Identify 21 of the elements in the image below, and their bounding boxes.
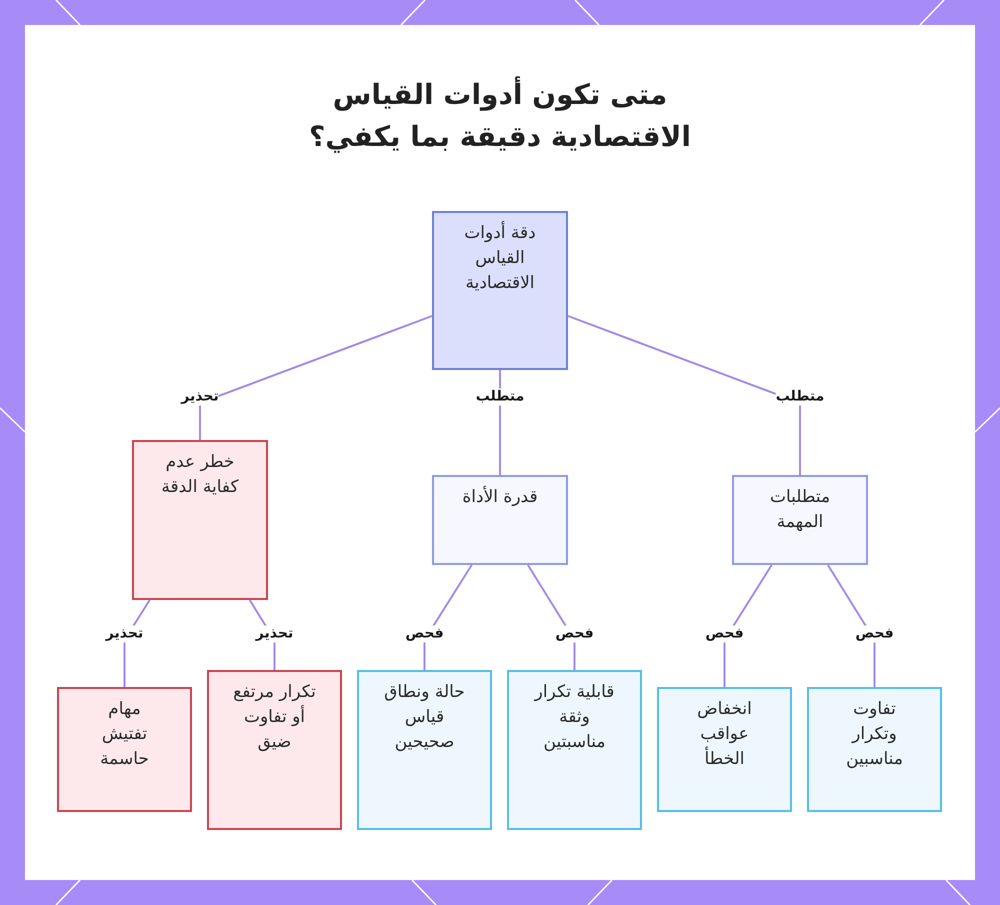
process-box: تكرار مرتفع أو تفاوت ضيق (207, 670, 342, 830)
edge-label: فحص (405, 626, 444, 642)
edge-label: فحص (855, 626, 894, 642)
edge-label: متطلب (776, 388, 824, 406)
process-box: تفاوت وتكرار مناسبين (807, 687, 942, 812)
process-box: قابلية تكرار وثقة مناسبتين (507, 670, 642, 830)
connector (568, 315, 801, 475)
process-box: خطر عدم كفاية الدقة (132, 440, 268, 600)
edge-label: فحص (555, 626, 594, 642)
process-box: حالة ونطاق قياس صحيحين (357, 670, 492, 830)
process-box: مهام تفتيش حاسمة (57, 687, 192, 812)
edge-label: تحذير (106, 626, 144, 642)
title: متى تكون أدوات القياس الاقتصادية دقيقة بما يكفي؟ (308, 75, 692, 155)
edge-label: متطلب (476, 388, 524, 406)
edge-label: تحذير (256, 626, 294, 642)
connector (199, 315, 432, 440)
process-box: قدرة الأداة (432, 475, 568, 565)
edge-label: فحص (705, 626, 744, 642)
process-box: دقة أدوات القياس الاقتصادية (432, 211, 568, 370)
process-box: متطلبات المهمة (732, 475, 868, 565)
process-box: انخفاض عواقب الخطأ (657, 687, 792, 812)
